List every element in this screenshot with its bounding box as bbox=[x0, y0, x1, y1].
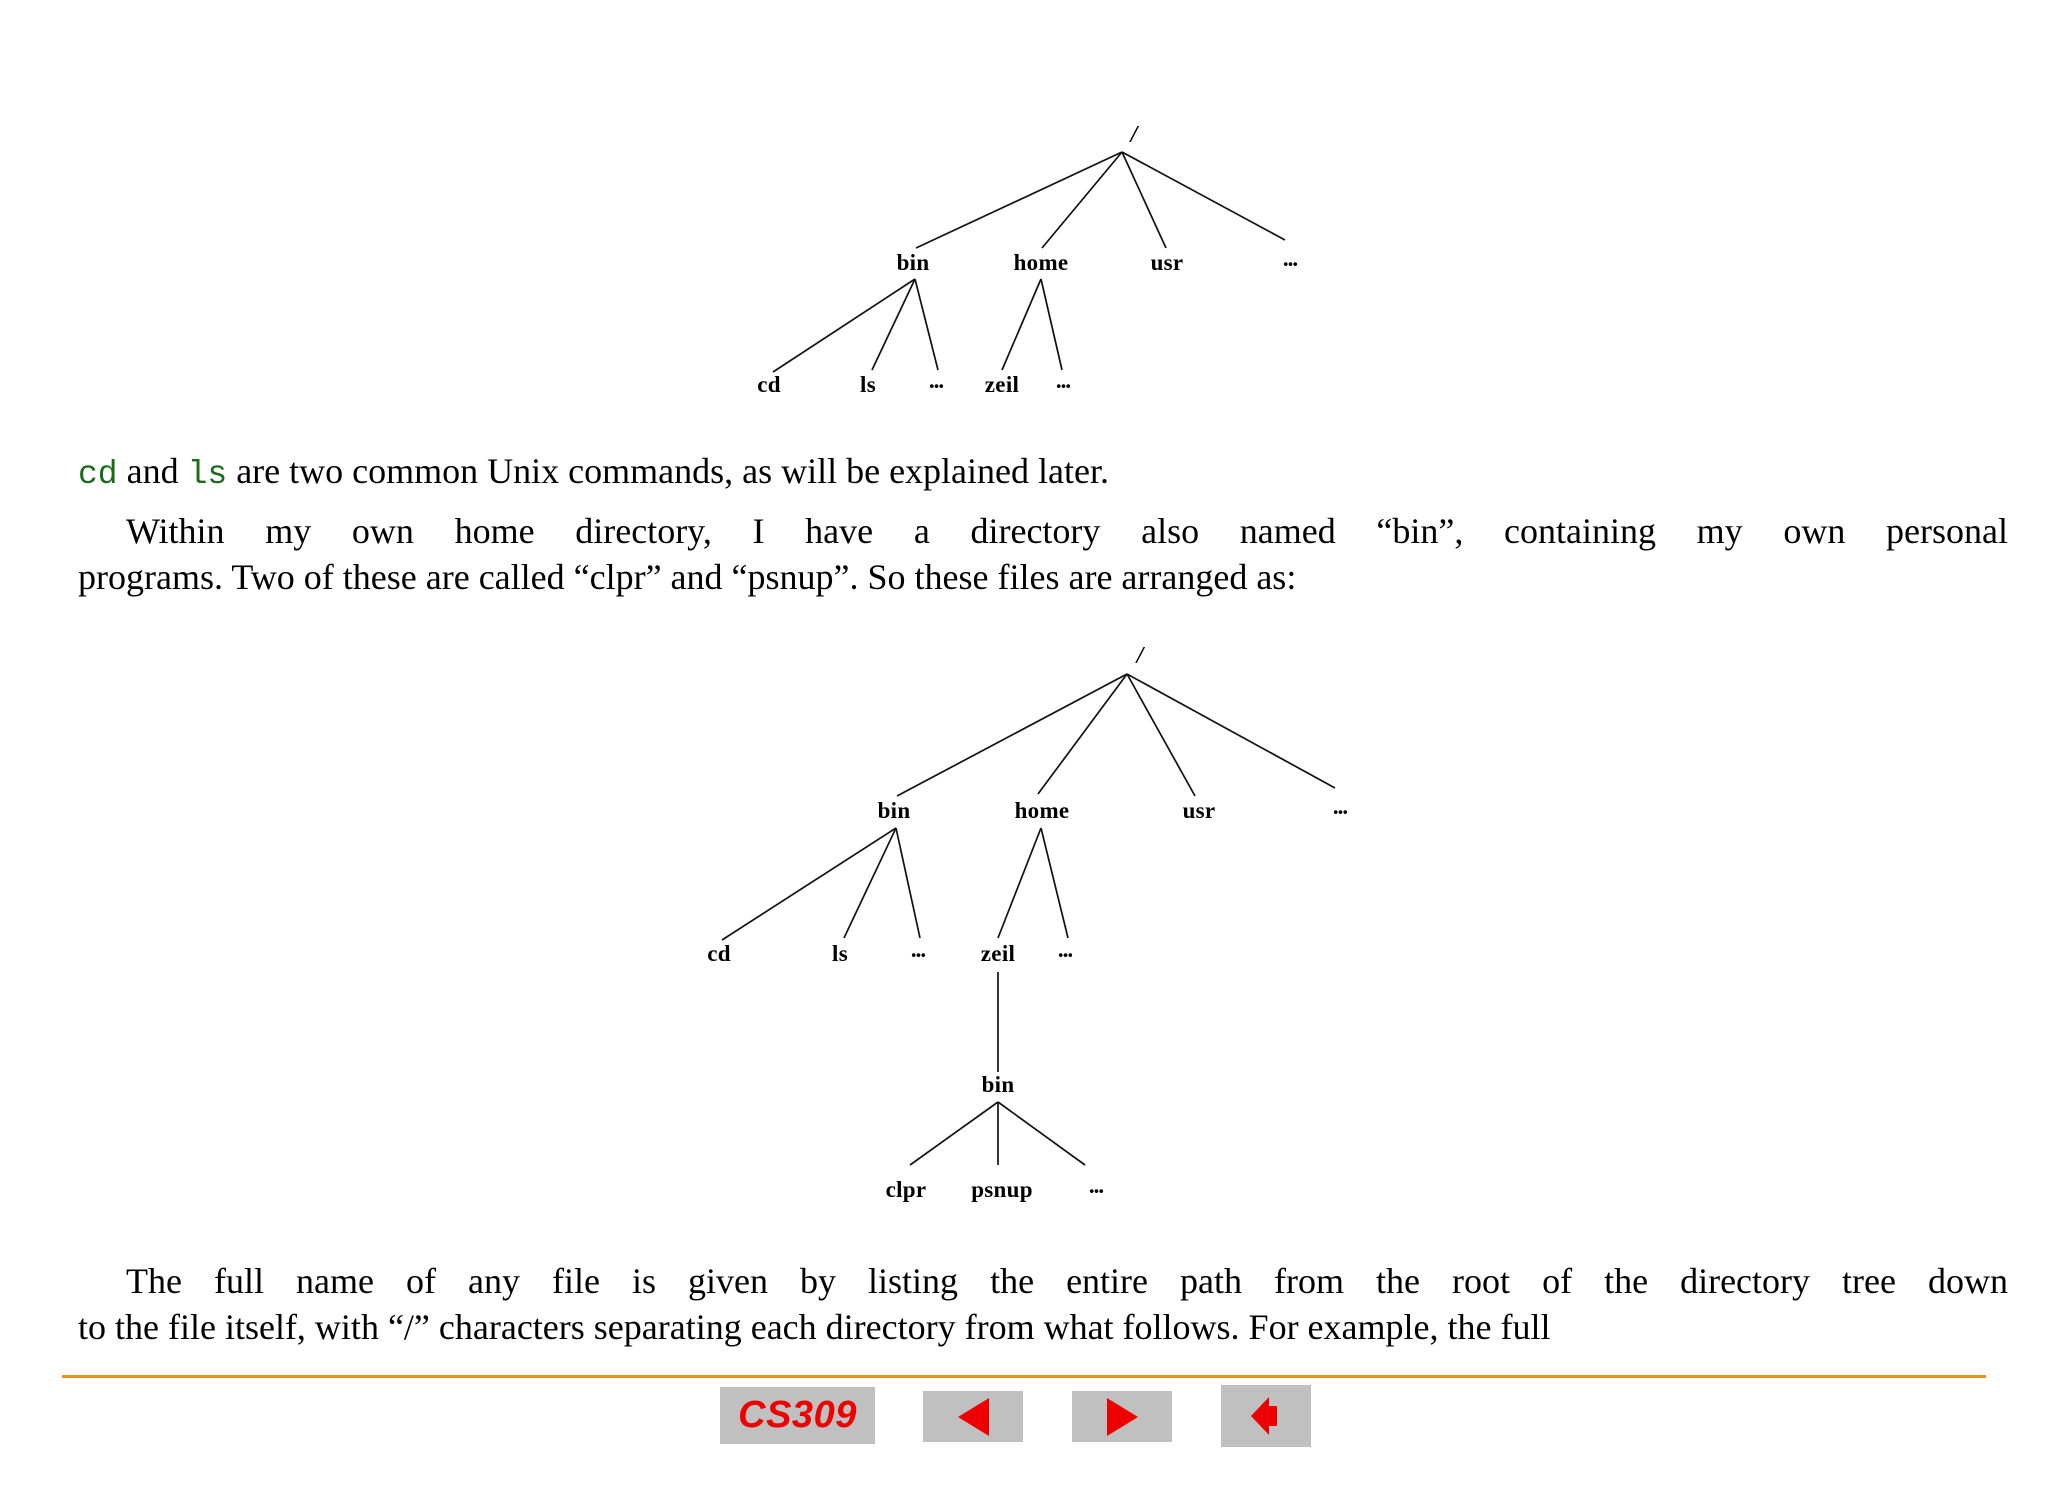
tree-two-leaf-bin-more: ... bbox=[1089, 1173, 1104, 1198]
tree-two-leaf-zeil: zeil bbox=[981, 941, 1015, 966]
tree-one-leaf-home-more: ... bbox=[1056, 368, 1071, 393]
paragraph-fullname-line1: The full name of any file is given by li… bbox=[126, 1261, 2008, 1301]
tree-two-edge-root-more bbox=[1126, 673, 1336, 789]
tree-one-edge-bin-cd bbox=[772, 278, 916, 373]
tree-one-leaf-cd: cd bbox=[757, 372, 781, 397]
tree-one-node-more: ... bbox=[1283, 246, 1298, 271]
directory-tree-diagram-one: / bin home usr ... cd ls ... zeil ... bbox=[757, 122, 1298, 397]
tree-two-edge-root-bin bbox=[896, 673, 1128, 797]
tree-one-node-usr: usr bbox=[1151, 250, 1184, 275]
tree-two-edge-root-usr bbox=[1126, 673, 1196, 797]
tree-two-edge-bin-more2 bbox=[997, 1101, 1086, 1166]
tree-one-leaf-zeil: zeil bbox=[985, 372, 1019, 397]
back-pointer-icon bbox=[1251, 1397, 1277, 1435]
tree-two-edge-bin-cd bbox=[721, 827, 897, 941]
tree-two-node-usr: usr bbox=[1183, 798, 1216, 823]
course-badge-label: CS309 bbox=[738, 1394, 857, 1436]
tree-two-edge-root-home bbox=[1037, 673, 1128, 795]
tree-one-node-home: home bbox=[1014, 250, 1069, 275]
tree-two-edge-bin-ls bbox=[843, 827, 897, 939]
tree-one-edge-home-more bbox=[1040, 278, 1063, 371]
tree-two-node-home: home bbox=[1015, 798, 1070, 823]
tree-one-edge-root-usr bbox=[1121, 151, 1167, 249]
directory-tree-diagram-two: / bin home usr ... cd ls ... zeil ... bi… bbox=[707, 643, 1348, 1202]
course-home-button[interactable]: CS309 bbox=[720, 1387, 875, 1444]
tree-two-edge-bin-clpr bbox=[909, 1101, 999, 1166]
tree-two-node-bin: bin bbox=[878, 798, 911, 823]
tree-two-node-personal-bin: bin bbox=[982, 1072, 1015, 1097]
slide-navigation-bar: CS309 bbox=[720, 1385, 1340, 1447]
tree-two-leaf-cd: cd bbox=[707, 941, 731, 966]
triangle-left-icon bbox=[957, 1397, 989, 1436]
inline-code-ls: ls bbox=[187, 456, 228, 493]
tree-one-edge-root-home bbox=[1041, 151, 1123, 249]
tree-one-edge-root-bin bbox=[915, 151, 1123, 249]
tree-two-edge-bin-more bbox=[895, 827, 921, 939]
next-slide-button[interactable] bbox=[1072, 1391, 1172, 1442]
tree-two-root-label: / bbox=[1135, 643, 1146, 669]
paragraph-unix-commands: cd and ls are two common Unix commands, … bbox=[78, 448, 1978, 496]
triangle-right-icon bbox=[1106, 1397, 1138, 1436]
footer-divider bbox=[62, 1375, 1986, 1378]
return-to-index-button[interactable] bbox=[1221, 1385, 1311, 1447]
tree-one-leaf-ls: ls bbox=[860, 372, 876, 397]
paragraph-personal-bin: Within my own home directory, I have a d… bbox=[78, 508, 2008, 600]
tree-two-leaf-clpr: clpr bbox=[886, 1177, 927, 1202]
tree-one-edge-root-more bbox=[1121, 151, 1286, 241]
paragraph-commands-rest: are two common Unix commands, as will be… bbox=[227, 451, 1109, 491]
tree-one-edge-home-zeil bbox=[1001, 278, 1042, 371]
tree-two-leaf-psnup: psnup bbox=[971, 1177, 1033, 1202]
paragraph-full-path-name: The full name of any file is given by li… bbox=[78, 1258, 2008, 1350]
tree-two-edge-home-more bbox=[1040, 827, 1069, 939]
tree-one-leaf-bin-more: ... bbox=[929, 368, 944, 393]
inline-code-cd: cd bbox=[78, 456, 118, 493]
paragraph-fullname-line2: to the file itself, with “/” characters … bbox=[78, 1307, 1551, 1348]
tree-two-leaf-home-more: ... bbox=[1058, 937, 1073, 962]
tree-one-root-label: / bbox=[1129, 122, 1140, 148]
tree-one-edge-bin-ls bbox=[871, 278, 916, 371]
tree-two-leaf-ls: ls bbox=[832, 941, 848, 966]
paragraph-commands-mid: and bbox=[117, 451, 188, 491]
previous-slide-button[interactable] bbox=[923, 1391, 1023, 1442]
paragraph-within-line1: Within my own home directory, I have a d… bbox=[126, 511, 2008, 551]
tree-two-leaf-bin-more: ... bbox=[911, 937, 926, 962]
tree-one-node-bin: bin bbox=[897, 250, 930, 275]
tree-two-edge-home-zeil bbox=[997, 827, 1042, 939]
tree-two-node-more: ... bbox=[1333, 794, 1348, 819]
tree-one-edge-bin-more bbox=[914, 278, 939, 371]
paragraph-within-line2: programs. Two of these are called “clpr”… bbox=[78, 557, 1297, 598]
